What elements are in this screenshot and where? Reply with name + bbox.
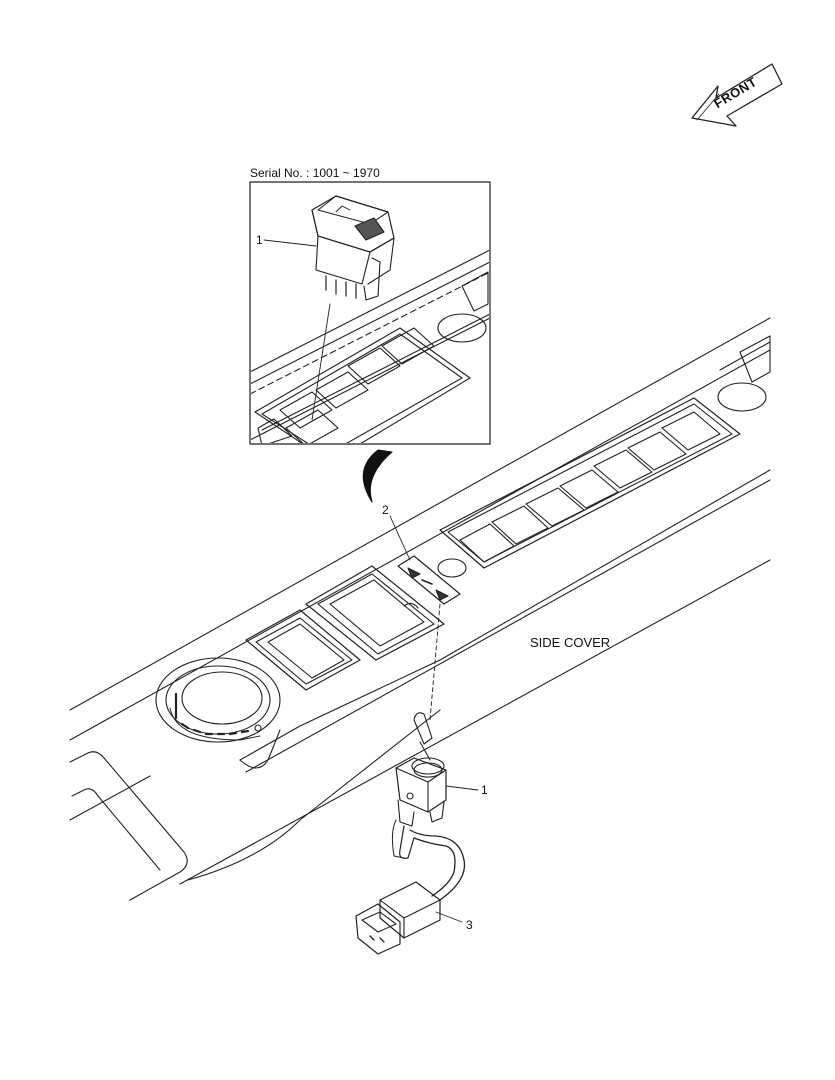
side-cover-label: SIDE COVER [530,635,611,650]
rocker-switch-icon [311,195,395,301]
wire-harness [391,819,466,901]
assembly-dashline [429,603,441,721]
detail-arrow-icon [362,449,393,503]
console-panel [69,317,771,901]
ignition-ring-icon [155,657,281,769]
leader-1 [445,785,479,791]
callout-3: 3 [466,918,473,932]
callout-2: 2 [382,503,389,517]
front-arrow-icon [691,63,783,127]
callout-1: 1 [481,783,488,797]
leader-2 [389,515,411,561]
serial-number-label: Serial No. : 1001 ~ 1970 [250,166,380,180]
inset-leader-1 [263,239,317,247]
switch-bank [437,397,741,578]
inset-detail [249,181,491,445]
switch-windows-inset [257,327,435,443]
inset-frame [249,181,491,445]
switch-openings [245,565,445,691]
toggle-switch-icon [395,712,447,827]
decal-icon [397,555,461,605]
leader-3 [435,911,463,923]
inset-callout-1: 1 [256,233,263,247]
connector-icon [355,881,441,955]
inset-pointer-line [311,303,331,421]
